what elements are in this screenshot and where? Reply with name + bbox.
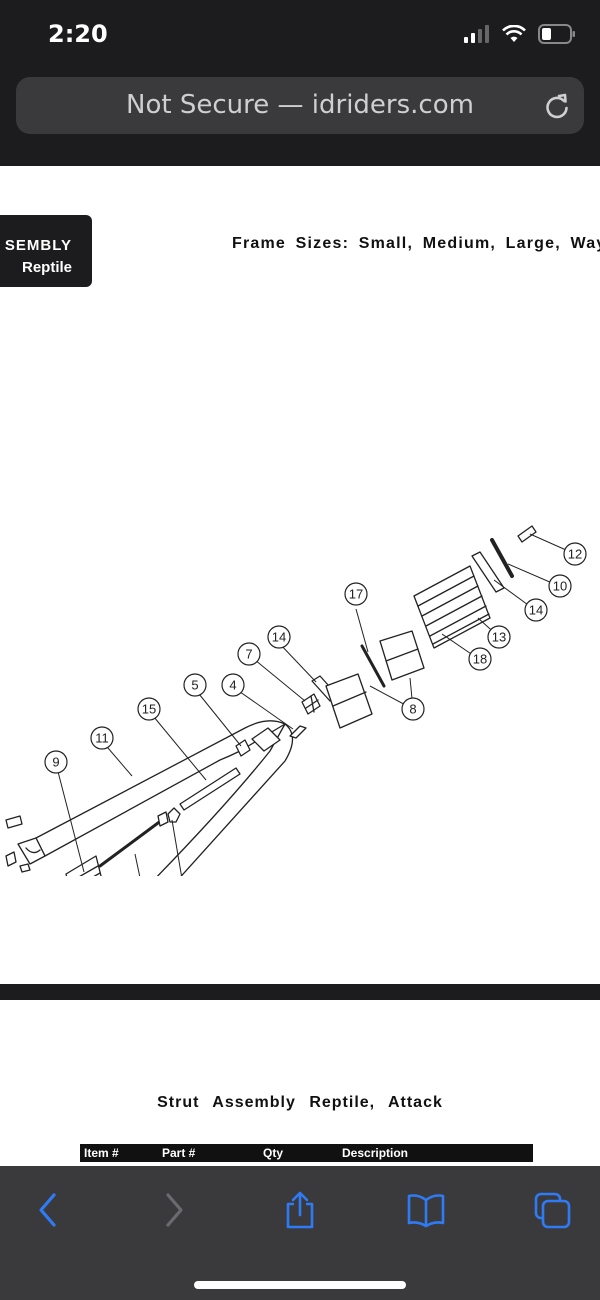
forward-button[interactable] [152,1192,196,1228]
status-bar: 2:20 [0,0,600,70]
part-1-fitting [167,807,181,823]
browser-toolbar [0,1166,600,1300]
part-10-rod [490,538,514,578]
svg-text:14: 14 [272,630,286,645]
col-part: Part # [162,1146,196,1160]
part-4-pin [289,725,307,739]
share-button[interactable] [278,1191,322,1229]
cellular-signal-icon [464,25,489,43]
svg-text:4: 4 [229,678,236,693]
callout-8: 8 [401,697,425,721]
share-icon [286,1191,314,1229]
callout-11: 11 [90,726,114,750]
badge-line-1: SEMBLY [4,237,72,254]
parts-table-header: Item # Part # Qty Description [80,1144,533,1162]
part-12-bolt [517,525,537,543]
col-item: Item # [84,1146,119,1160]
battery-icon [538,24,575,44]
tabs-icon [534,1192,571,1229]
svg-text:11: 11 [95,731,109,746]
badge-line-2: Reptile [21,259,72,276]
bookmarks-button[interactable] [404,1192,448,1228]
address-bar[interactable]: Not Secure — idriders.com [16,77,584,134]
wifi-icon [502,25,526,42]
frame-sizes-text: Frame Sizes: Small, Medium, Large, Way [232,235,600,252]
part-8-block-a [325,673,373,729]
part-9-bellows [65,855,102,876]
part-17-rod [360,644,386,688]
upper-dropout [17,837,46,865]
svg-text:18: 18 [473,652,487,667]
callout-9: 9 [44,750,68,774]
callout-14-lower: 14 [267,625,291,649]
svg-text:9: 9 [52,755,59,770]
callout-18: 18 [468,647,492,671]
reload-icon[interactable] [542,91,572,121]
assembly-badge: SEMBLY Reptile [0,215,92,287]
callout-10: 10 [548,574,572,598]
callout-15: 15 [137,697,161,721]
svg-text:5: 5 [191,678,198,693]
part-16-bolt [98,818,164,868]
part-13-bellows [413,565,491,649]
section-title: Strut Assembly Reptile, Attack [157,1094,443,1111]
col-qty: Qty [263,1146,284,1160]
callout-17: 17 [344,582,368,606]
svg-text:10: 10 [553,579,567,594]
svg-text:17: 17 [349,587,363,602]
svg-text:8: 8 [409,702,416,717]
svg-text:7: 7 [245,647,252,662]
chevron-right-icon [166,1193,183,1227]
svg-text:15: 15 [142,702,156,717]
clock: 2:20 [48,20,108,48]
callout-14-upper: 14 [524,598,548,622]
svg-text:14: 14 [529,603,543,618]
status-icons [464,24,576,44]
callout-4: 4 [221,673,245,697]
callout-group: 12 10 14 13 18 17 8 14 7 4 5 15 11 9 1 1… [44,542,587,774]
back-button[interactable] [26,1192,70,1228]
callout-12: 12 [563,542,587,566]
callout-13: 13 [487,625,511,649]
url-text[interactable]: Not Secure — idriders.com [126,90,474,120]
exploded-parts-diagram: 12 10 14 13 18 17 8 14 7 4 5 15 11 9 1 1… [5,525,587,876]
home-indicator [194,1281,406,1289]
chevron-left-icon [39,1193,56,1227]
svg-text:12: 12 [568,547,582,562]
callout-7: 7 [237,642,261,666]
part-15-bar [179,767,241,811]
callout-5: 5 [183,673,207,697]
col-description: Description [342,1146,409,1160]
tabs-button[interactable] [530,1192,574,1229]
page-divider [0,984,600,1000]
svg-text:13: 13 [492,630,506,645]
book-icon [407,1194,445,1228]
web-content: SEMBLY Reptile Frame Sizes: Small, Mediu… [0,166,600,1166]
